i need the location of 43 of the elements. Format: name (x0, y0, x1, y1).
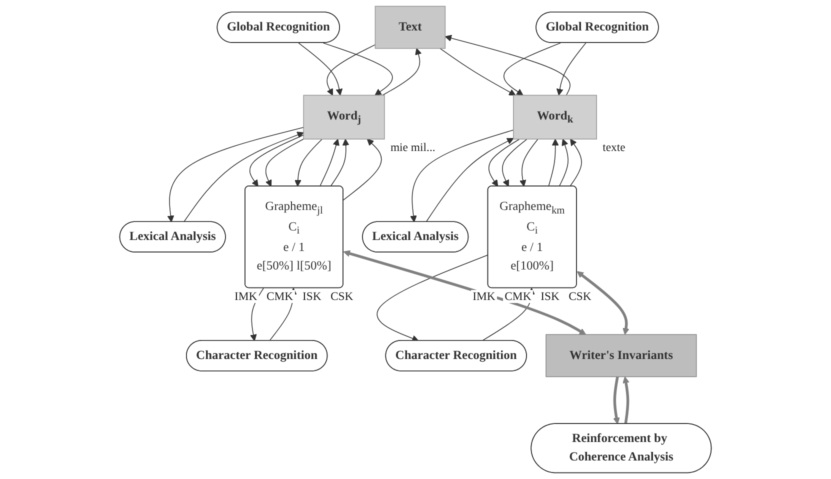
arrow (167, 127, 304, 222)
arrow (298, 42, 343, 96)
arrow (548, 138, 559, 187)
arrow (265, 138, 304, 187)
arrow (613, 376, 620, 424)
arrow (622, 376, 630, 424)
arrow (249, 134, 304, 187)
column-label: IMK (470, 290, 498, 303)
arrow (444, 34, 570, 96)
arrow (504, 42, 561, 96)
column-label: ISK (538, 290, 562, 303)
arrow (576, 271, 630, 335)
arrow (426, 138, 514, 222)
column-label: CSK (328, 290, 356, 303)
candidate-words: mie mil... (388, 141, 438, 154)
column-label: ISK (300, 290, 324, 303)
node-box: Word$_{j}$ (303, 94, 385, 140)
arrow (556, 42, 586, 96)
arrow (502, 138, 528, 187)
arrow (326, 44, 376, 96)
arrow (570, 138, 582, 187)
column-label: CSK (566, 290, 594, 303)
node-box: Writer's Invariants (546, 334, 697, 378)
column-label: CMK (264, 290, 296, 303)
arrow (558, 138, 568, 187)
arrow (330, 138, 350, 187)
arrow (376, 254, 489, 342)
node-box: Text (374, 6, 446, 49)
column-label: CMK (502, 290, 534, 303)
arrow (410, 130, 514, 222)
arrow (519, 138, 538, 187)
arrow (320, 138, 340, 187)
arrow (382, 48, 422, 96)
arrow (342, 138, 382, 200)
column-label: IMK (232, 290, 260, 303)
candidate-words: texte (600, 141, 628, 154)
node-box: Word$_{k}$ (513, 94, 597, 140)
arrow (183, 132, 304, 222)
arrow (440, 48, 516, 96)
arrow (294, 138, 322, 187)
arrow (322, 42, 393, 96)
arrow (343, 250, 586, 335)
arrow (488, 138, 520, 187)
